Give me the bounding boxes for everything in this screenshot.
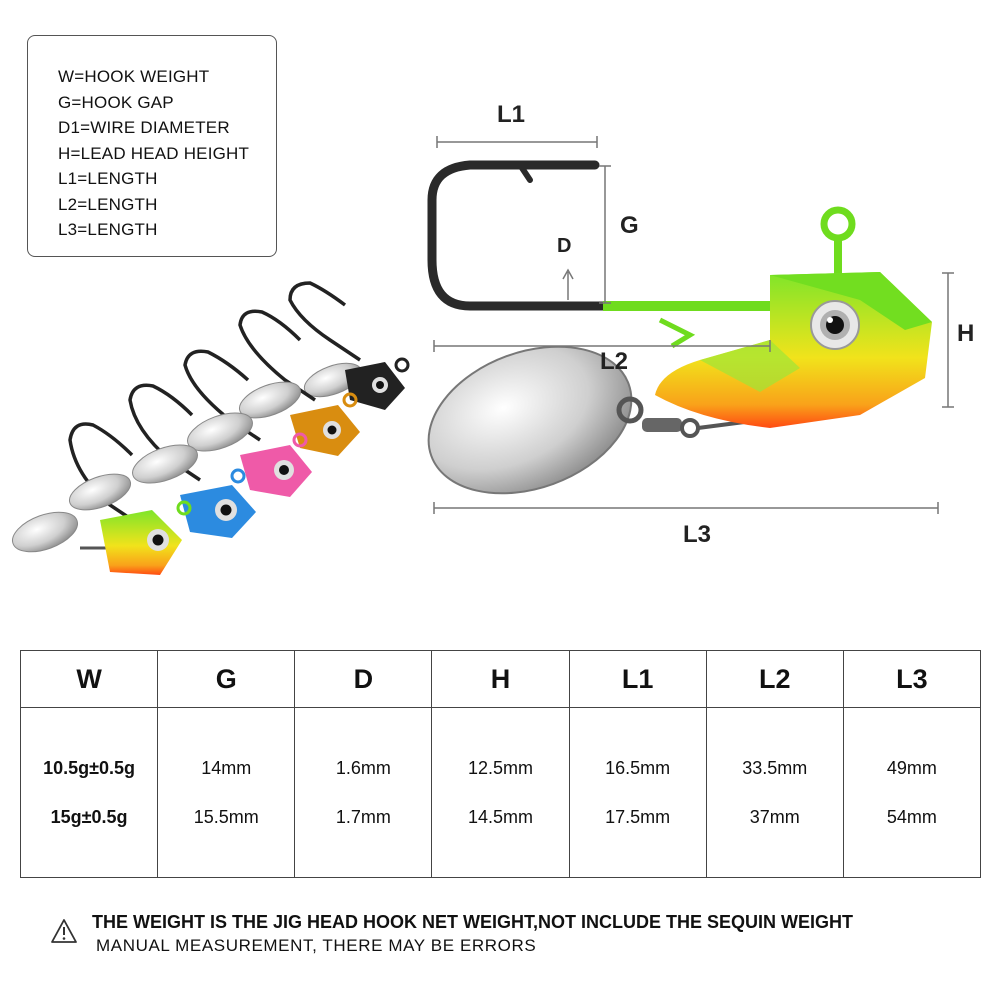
- cell-l3: 49mm 54mm: [842, 707, 982, 878]
- cell-w: 10.5g±0.5g 15g±0.5g: [19, 707, 159, 878]
- cell-value: 15g±0.5g: [50, 806, 128, 827]
- lure-variant-black: [288, 281, 410, 410]
- dim-label-l2: L2: [600, 348, 629, 375]
- dim-label-g: G: [620, 212, 639, 239]
- dim-label-d: D: [557, 235, 572, 257]
- main-lure: [427, 160, 932, 495]
- note-weight: THE WEIGHT IS THE JIG HEAD HOOK NET WEIG…: [92, 912, 854, 932]
- lure-variant-pink: [183, 349, 312, 497]
- lure-variant-gold: [238, 309, 360, 456]
- cell-value: 17.5mm: [605, 806, 671, 827]
- lure-variant-green: [12, 422, 192, 575]
- legend-wire-diameter: D1=WIRE DIAMETER: [58, 118, 230, 137]
- dim-label-l3: L3: [683, 521, 712, 548]
- note-measurement: MANUAL MEASUREMENT, THERE MAY BE ERRORS: [96, 936, 537, 955]
- cell-value: 12.5mm: [467, 757, 533, 778]
- cell-value: 16.5mm: [605, 757, 671, 778]
- legend-l2: L2=LENGTH: [58, 194, 158, 214]
- legend-head-height: H=LEAD HEAD HEIGHT: [58, 143, 250, 163]
- legend-gap: G=HOOK GAP: [58, 92, 174, 112]
- cell-h: 12.5mm 14.5mm: [431, 707, 570, 878]
- table-header-row: W G D H L1 L2 L3: [19, 650, 982, 708]
- cell-value: 54mm: [886, 806, 937, 827]
- cell-value: 37mm: [749, 806, 800, 827]
- lure-variant-blue: [128, 383, 256, 538]
- cell-value: 1.7mm: [335, 806, 391, 827]
- dim-label-h: H: [957, 320, 975, 347]
- dim-label-l1: L1: [497, 101, 526, 128]
- cell-value: 33.5mm: [742, 757, 808, 778]
- header-l2: L2: [705, 650, 844, 708]
- legend-weight: W=HOOK WEIGHT: [58, 67, 210, 86]
- header-l3: L3: [842, 650, 982, 708]
- header-l1: L1: [568, 650, 707, 708]
- cell-l1: 16.5mm 17.5mm: [568, 707, 707, 878]
- cell-g: 14mm 15.5mm: [157, 707, 296, 878]
- cell-value: 10.5g±0.5g: [43, 757, 136, 778]
- cell-l2: 33.5mm 37mm: [705, 707, 844, 878]
- legend-l3: L3=LENGTH: [58, 220, 158, 239]
- dimension-lines: [433, 136, 954, 514]
- cell-value: 1.6mm: [335, 757, 391, 778]
- cell-value: 15.5mm: [193, 806, 259, 827]
- cell-value: 14.5mm: [467, 806, 533, 827]
- header-d: D: [294, 650, 433, 708]
- lure-illustration: [12, 136, 954, 575]
- cell-value: 49mm: [886, 757, 937, 778]
- header-g: G: [157, 650, 296, 708]
- header-h: H: [431, 650, 570, 708]
- table-row: 10.5g±0.5g 15g±0.5g 14mm 15.5mm 1.6mm 1.…: [19, 707, 982, 878]
- warning-icon: [51, 919, 77, 943]
- cell-d: 1.6mm 1.7mm: [294, 707, 433, 878]
- legend-box: W=HOOK WEIGHT G=HOOK GAP D1=WIRE DIAMETE…: [27, 35, 277, 257]
- cell-value: 14mm: [201, 757, 252, 778]
- legend-l1: L1=LENGTH: [58, 169, 158, 188]
- header-w: W: [19, 650, 159, 708]
- spec-table: W G D H L1 L2 L3 10.5g±0.5g 15g±0.5g 14m…: [19, 650, 982, 878]
